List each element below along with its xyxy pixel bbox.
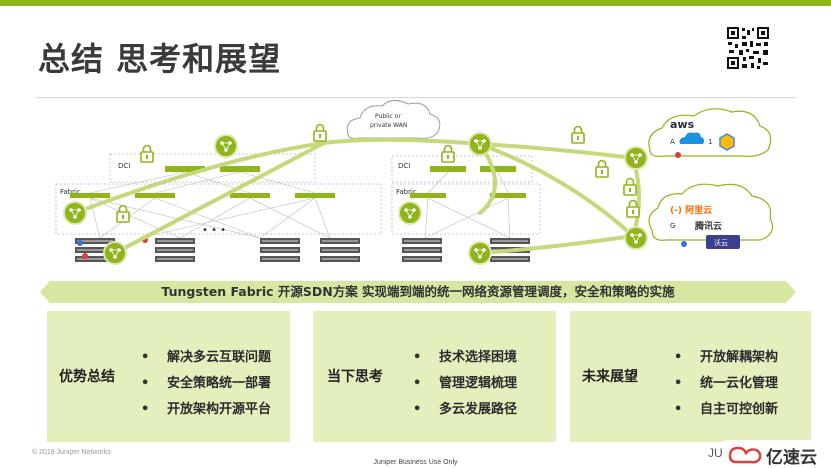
watermark-logo-icon	[724, 440, 828, 466]
watermark-text: 亿速云	[766, 448, 817, 468]
panel-title: 优势总结	[59, 369, 115, 385]
tencent-logo: 腾讯云	[694, 220, 722, 232]
wan-cloud: Public or private WAN	[346, 100, 441, 139]
panel-list: 开放解耦架构 统一云化管理 自主可控创新	[674, 345, 778, 423]
left-dci-label: DCI	[118, 162, 130, 170]
list-item: 安全策略统一部署	[141, 371, 271, 397]
top-accent-bar	[0, 0, 831, 6]
list-item: 开放解耦架构	[674, 345, 778, 371]
panel-current-thinking: 当下思考 技术选择困境 管理逻辑梳理 多云发展路径	[313, 311, 556, 442]
left-datacenter: DCI Fabric • • •	[55, 153, 382, 262]
list-item: 开放架构开源平台	[141, 397, 271, 423]
aliyun-logo: (-) 阿里云	[670, 205, 712, 216]
page-title: 总结 思考和展望	[38, 40, 282, 78]
title-divider	[36, 97, 796, 98]
copyright: © 2018 Juniper Networks	[32, 449, 111, 456]
right-dci-label: DCI	[398, 162, 410, 170]
list-item: 技术选择困境	[413, 345, 517, 371]
list-item: 自主可控创新	[674, 397, 778, 423]
classification-label: Juniper Business Use Only	[373, 459, 458, 466]
panel-advantages: 优势总结 解决多云互联问题 安全策略统一部署 开放架构开源平台	[47, 311, 290, 442]
list-item: 管理逻辑梳理	[413, 371, 517, 397]
qr-code-icon	[726, 26, 770, 70]
public-cloud: aws A 1	[648, 108, 772, 158]
panel-list: 技术选择困境 管理逻辑梳理 多云发展路径	[413, 345, 517, 423]
list-item: 多云发展路径	[413, 397, 517, 423]
brand-fragment: JU	[708, 446, 723, 460]
banner-text: Tungsten Fabric 开源SDN方案 实现端到端的统一网络资源管理调度…	[161, 284, 675, 299]
panel-outlook: 未来展望 开放解耦架构 统一云化管理 自主可控创新	[570, 311, 811, 442]
svg-text:1: 1	[708, 138, 712, 146]
svg-text:Public or: Public or	[375, 113, 401, 120]
china-cloud: (-) 阿里云 G 腾讯云 沃云	[648, 183, 773, 249]
list-item: 解决多云互联问题	[141, 345, 271, 371]
svg-text:A: A	[670, 138, 675, 146]
summary-banner: Tungsten Fabric 开源SDN方案 实现端到端的统一网络资源管理调度…	[40, 281, 796, 303]
svg-text:private WAN: private WAN	[370, 122, 407, 129]
network-diagram: DCI Fabric • • • DCI Fabric	[55, 100, 773, 265]
panel-title: 未来展望	[582, 369, 638, 385]
right-fabric-label: Fabric	[396, 188, 417, 196]
panel-list: 解决多云互联问题 安全策略统一部署 开放架构开源平台	[141, 345, 271, 423]
svg-text:沃云: 沃云	[714, 238, 728, 247]
right-datacenter: DCI Fabric	[391, 155, 541, 262]
aws-logo: aws	[670, 118, 695, 131]
ellipsis-dots: • • •	[202, 225, 226, 236]
list-item: 统一云化管理	[674, 371, 778, 397]
left-fabric-label: Fabric	[60, 188, 81, 196]
panel-title: 当下思考	[327, 369, 383, 385]
svg-text:G: G	[670, 222, 675, 230]
